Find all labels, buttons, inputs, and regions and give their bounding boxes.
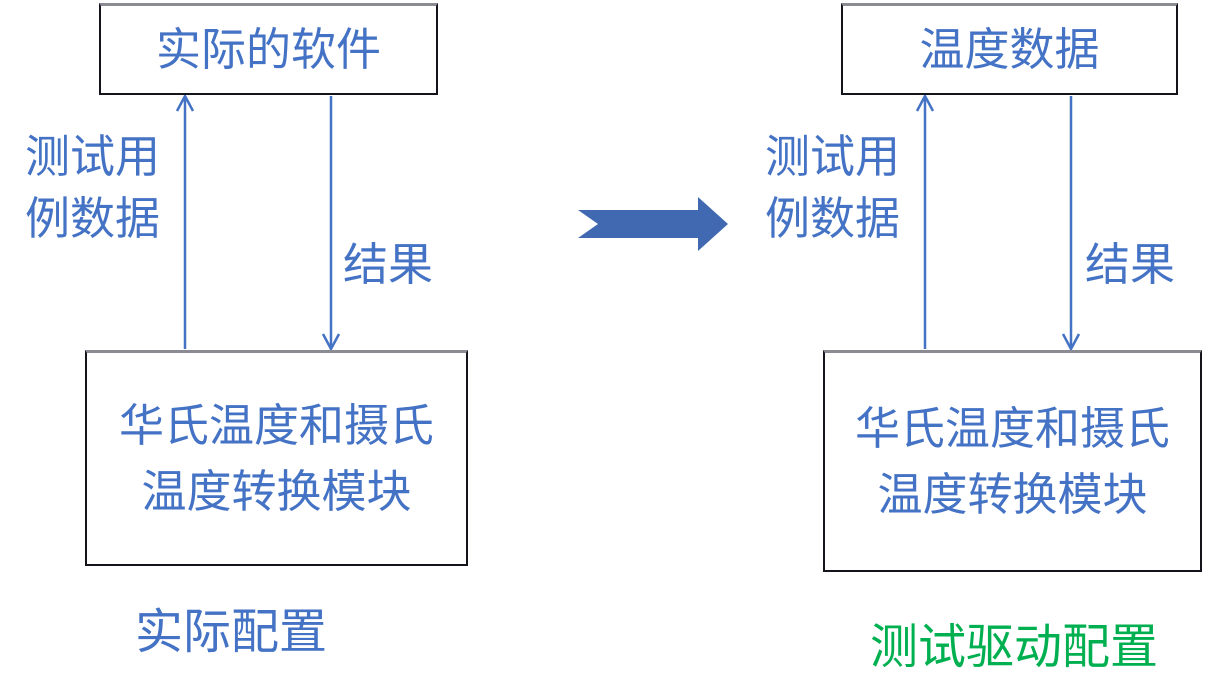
arrow-up-left-icon — [175, 93, 195, 349]
temperature-data-label: 温度数据 — [919, 23, 1100, 75]
conversion-module-box-right: 华氏温度和摄氏 温度转换模块 — [823, 350, 1202, 572]
conversion-module-label-line1: 华氏温度和摄氏 — [118, 399, 434, 451]
temperature-data-box: 温度数据 — [841, 3, 1178, 95]
conversion-module-label-line2: 温度转换模块 — [141, 465, 412, 517]
transform-right-arrow-icon — [578, 197, 728, 251]
actual-software-box: 实际的软件 — [99, 3, 438, 95]
actual-software-label: 实际的软件 — [155, 23, 381, 75]
arrow-up-right-icon — [915, 93, 935, 349]
conversion-module-box-left: 华氏温度和摄氏 温度转换模块 — [85, 350, 468, 566]
conversion-module-label-line1: 华氏温度和摄氏 — [854, 402, 1170, 454]
conversion-module-label-line2: 温度转换模块 — [877, 468, 1148, 520]
result-label-left: 结果 — [343, 239, 434, 290]
result-label-right: 结果 — [1085, 239, 1176, 290]
test-driver-config-caption: 测试驱动配置 — [870, 621, 1159, 674]
arrow-down-right-icon — [1061, 96, 1081, 352]
test-case-data-label-left: 测试用 例数据 — [25, 131, 161, 244]
actual-config-caption: 实际配置 — [135, 606, 328, 659]
arrow-down-left-icon — [321, 96, 341, 352]
test-case-data-label-right: 测试用 例数据 — [765, 131, 901, 244]
